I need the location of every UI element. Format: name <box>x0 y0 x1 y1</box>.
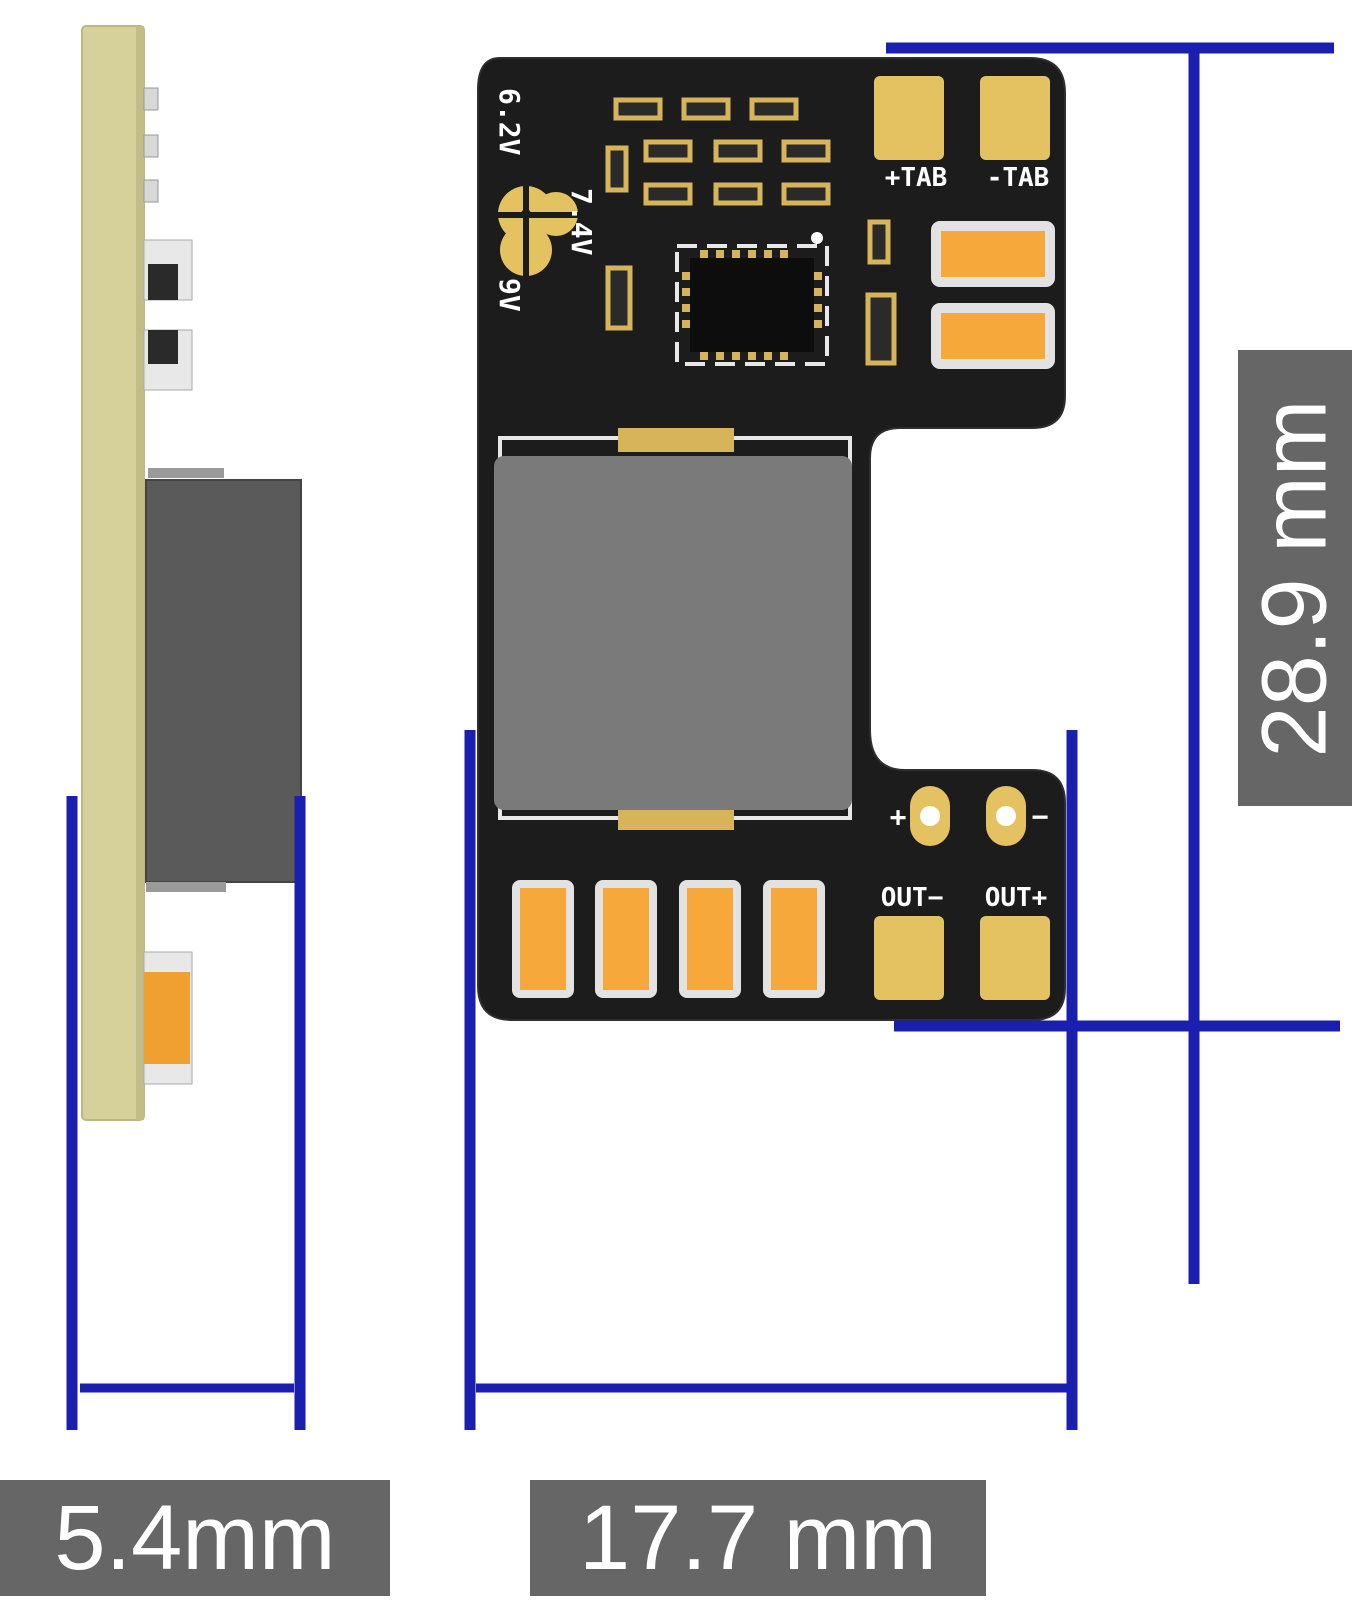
voltage-6-2v-label: 6.2V <box>493 88 526 156</box>
bat-minus-label: -TAB <box>987 163 1050 193</box>
side-component <box>143 87 159 111</box>
minus-label: − <box>1032 800 1049 833</box>
inductor <box>494 428 852 830</box>
out-plus-pad <box>980 916 1050 1000</box>
height-value: 28.9 mm <box>1243 399 1346 757</box>
side-component-body <box>148 330 178 364</box>
bat-plus-label: +TAB <box>885 163 948 193</box>
width-label: 17.7 mm <box>530 1480 986 1596</box>
out-minus-pad <box>874 916 944 1000</box>
out-plus-label: OUT+ <box>985 883 1048 913</box>
side-component <box>143 134 159 158</box>
dimension-lines <box>66 42 1340 1430</box>
side-component-body <box>148 264 178 300</box>
thickness-value: 5.4mm <box>54 1486 336 1589</box>
bat-minus-pad <box>980 76 1050 160</box>
bat-plus-pad <box>874 76 944 160</box>
width-value: 17.7 mm <box>579 1486 937 1589</box>
inductor-side-bottom <box>146 882 226 892</box>
pcb-edge <box>81 25 145 1121</box>
height-label: 28.9 mm <box>1238 350 1352 806</box>
inductor-side <box>145 479 302 883</box>
plus-label: + <box>890 800 907 833</box>
output-test-pads <box>910 786 1026 846</box>
side-view <box>81 25 302 1121</box>
side-capacitor-body <box>144 972 190 1064</box>
inductor-side-top <box>148 468 224 478</box>
thickness-label: 5.4mm <box>0 1480 390 1596</box>
pcb-edge-shade <box>136 26 144 1120</box>
voltage-9v-label: 9V <box>493 278 526 312</box>
output-capacitors <box>512 880 825 998</box>
ic-chip <box>675 232 829 366</box>
top-view: +TAB -TAB OUT− OUT+ + − 6.2V 7.4V 9V <box>477 57 1066 1021</box>
voltage-7-4v-label: 7.4V <box>565 188 598 256</box>
voltage-select-jumper <box>498 186 578 276</box>
input-capacitors <box>931 221 1055 369</box>
smd-resistors <box>605 97 897 366</box>
out-minus-label: OUT− <box>881 883 944 913</box>
side-component <box>143 179 159 203</box>
